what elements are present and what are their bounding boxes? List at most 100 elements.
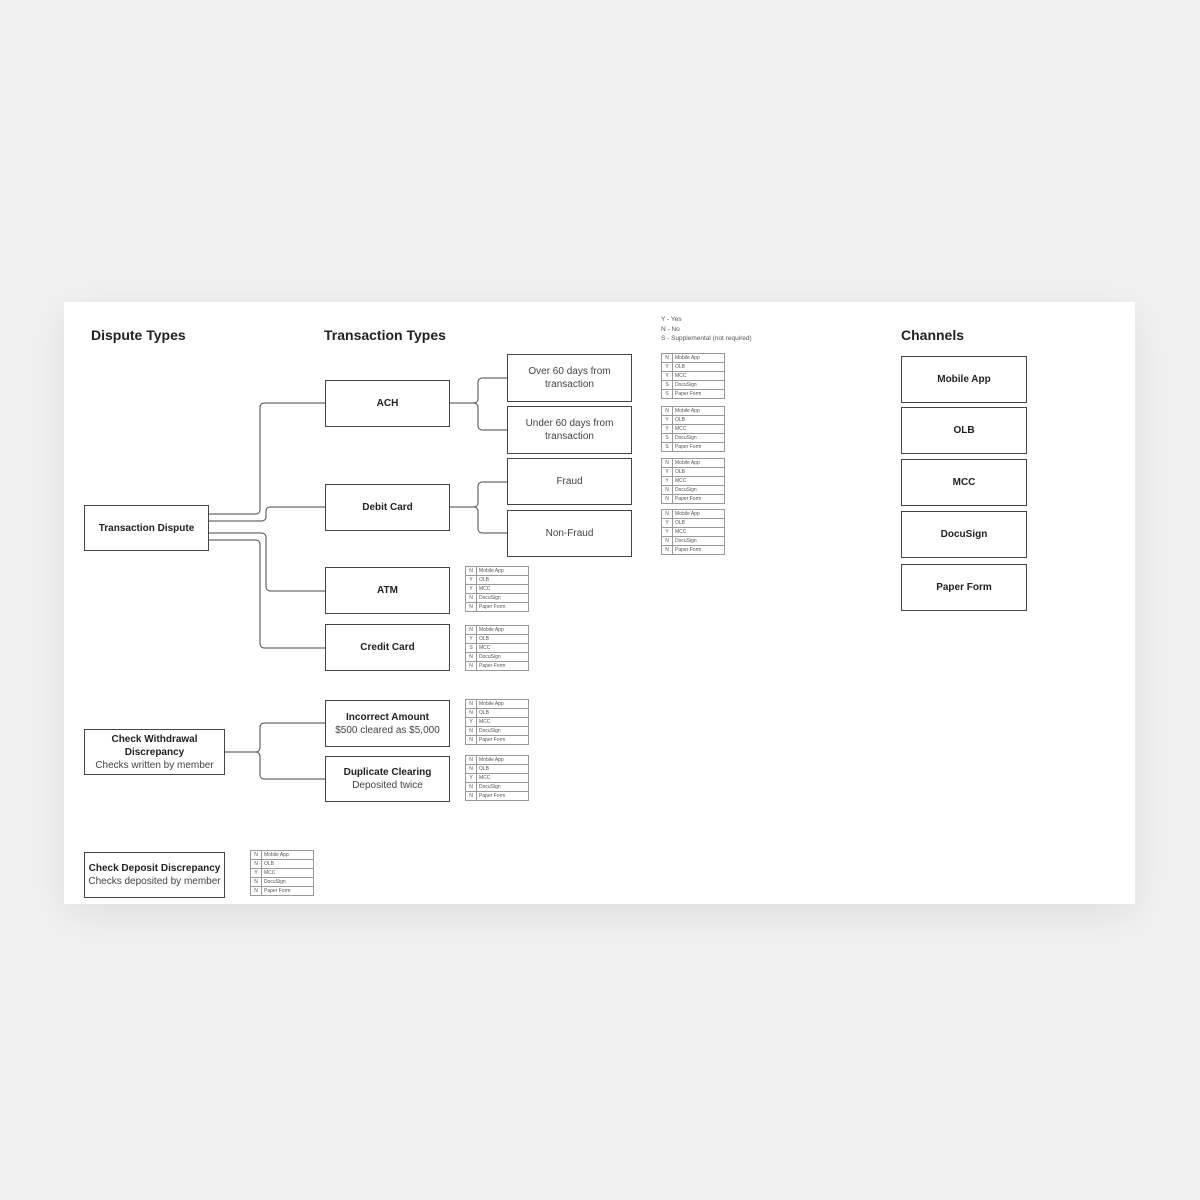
- type-incorrect-amount[interactable]: Incorrect Amount$500 cleared as $5,000: [325, 700, 450, 747]
- availability-code: Y: [661, 415, 673, 425]
- channel-name: OLB: [476, 634, 529, 644]
- channel-name: Mobile App: [672, 353, 725, 363]
- availability-code: Y: [465, 634, 477, 644]
- type-ach[interactable]: ACH: [325, 380, 450, 427]
- channel-name: Paper Form: [672, 494, 725, 504]
- availability-code: Y: [465, 717, 477, 727]
- availability-code: Y: [661, 518, 673, 528]
- channel-name: OLB: [261, 859, 314, 869]
- subtype-non-fraud[interactable]: Non-Fraud: [507, 510, 632, 557]
- type-credit-card[interactable]: Credit Card: [325, 624, 450, 671]
- box-title: Paper Form: [936, 582, 992, 593]
- availability-code: Y: [661, 424, 673, 434]
- availability-code: N: [465, 652, 477, 662]
- subtype-fraud[interactable]: Fraud: [507, 458, 632, 505]
- channel-olb[interactable]: OLB: [901, 407, 1027, 454]
- availability-code: S: [661, 380, 673, 390]
- availability-code: Y: [465, 773, 477, 783]
- connector-atm: [209, 532, 325, 592]
- channel-name: Mobile App: [476, 699, 529, 709]
- channel-mcc[interactable]: MCC: [901, 459, 1027, 506]
- channel-paper-form[interactable]: Paper Form: [901, 564, 1027, 611]
- channel-name: Paper Form: [476, 661, 529, 671]
- availability-code: Y: [465, 584, 477, 594]
- channel-name: OLB: [672, 518, 725, 528]
- channel-name: MCC: [672, 371, 725, 381]
- box-title: Duplicate Clearing: [343, 767, 432, 778]
- box-title: Non-Fraud: [545, 528, 594, 539]
- channel-name: OLB: [672, 362, 725, 372]
- availability-code: N: [250, 886, 262, 896]
- channel-name: Paper Form: [476, 791, 529, 801]
- box-subtitle: $500 cleared as $5,000: [335, 724, 440, 736]
- box-title: Over 60 days from transaction: [528, 366, 611, 390]
- channel-name: Paper Form: [672, 545, 725, 555]
- availability-code: Y: [465, 575, 477, 585]
- channel-name: DocuSign: [672, 485, 725, 495]
- availability-code: Y: [661, 527, 673, 537]
- availability-code: N: [250, 877, 262, 887]
- dispute-transaction[interactable]: Transaction Dispute: [84, 505, 209, 551]
- channel-mobile-app[interactable]: Mobile App: [901, 356, 1027, 403]
- availability-code: N: [250, 859, 262, 869]
- type-debit-card[interactable]: Debit Card: [325, 484, 450, 531]
- channel-name: Mobile App: [476, 755, 529, 765]
- availability-code: S: [465, 643, 477, 653]
- type-atm[interactable]: ATM: [325, 567, 450, 614]
- channel-name: OLB: [672, 415, 725, 425]
- availability-code: N: [465, 735, 477, 745]
- availability-code: N: [465, 764, 477, 774]
- subtype-under-60-days[interactable]: Under 60 days from transaction: [507, 406, 632, 454]
- legend: Y - Yes N - No S - Supplemental (not req…: [661, 315, 752, 344]
- connector-check-withdrawal: [225, 722, 325, 780]
- channel-name: Paper Form: [261, 886, 314, 896]
- subtype-over-60-days[interactable]: Over 60 days from transaction: [507, 354, 632, 402]
- availability-code: N: [465, 593, 477, 603]
- availability-code: N: [465, 661, 477, 671]
- connector-debit: [209, 506, 325, 522]
- channel-name: OLB: [476, 764, 529, 774]
- availability-code: N: [661, 494, 673, 504]
- connector-ach-split: [450, 377, 507, 431]
- channel-name: Mobile App: [261, 850, 314, 860]
- channel-docusign[interactable]: DocuSign: [901, 511, 1027, 558]
- box-title: Credit Card: [360, 642, 415, 653]
- availability-code: N: [661, 353, 673, 363]
- channel-name: DocuSign: [672, 536, 725, 546]
- box-title: OLB: [953, 425, 975, 436]
- channel-name: DocuSign: [476, 652, 529, 662]
- box-title: MCC: [952, 477, 976, 488]
- channel-name: DocuSign: [476, 726, 529, 736]
- box-title: Check Withdrawal Discrepancy: [111, 733, 198, 758]
- channel-name: MCC: [476, 717, 529, 727]
- box-title: ACH: [376, 398, 399, 409]
- availability-code: N: [661, 509, 673, 519]
- connector-credit: [209, 539, 325, 649]
- availability-code: N: [661, 485, 673, 495]
